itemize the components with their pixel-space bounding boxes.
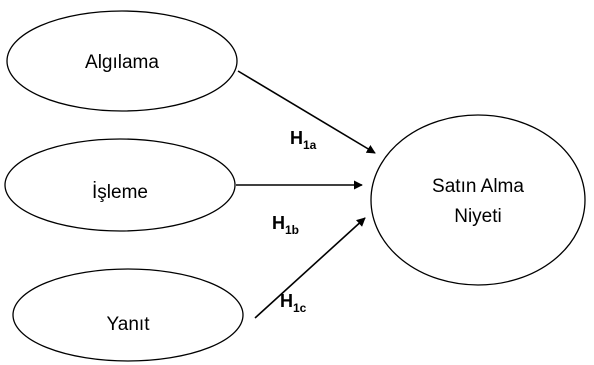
hypothesis-label-h1a: H1a [290,128,317,152]
node-isleme-label: İşleme [92,182,148,203]
node-yanit: Yanıt [12,268,244,362]
node-isleme: İşleme [4,138,236,232]
hypothesis-label-h1c: H1c [280,291,307,315]
hypothesis-label-h1b: H1b [272,213,299,237]
node-satin-alma-niyeti-line-1: Satın Alma [432,176,524,197]
node-yanit-label: Yanıt [107,314,151,335]
edge-yanit-to-satin-alma-niyeti [254,217,366,319]
edge-algilama-to-satin-alma-niyeti [237,70,376,154]
node-satin-alma-niyeti-line-2: Niyeti [454,206,502,227]
node-algilama-label: Algılama [85,52,159,73]
node-algilama: Algılama [6,10,238,112]
node-satin-alma-niyeti: Satın Alma Niyeti [370,114,586,286]
